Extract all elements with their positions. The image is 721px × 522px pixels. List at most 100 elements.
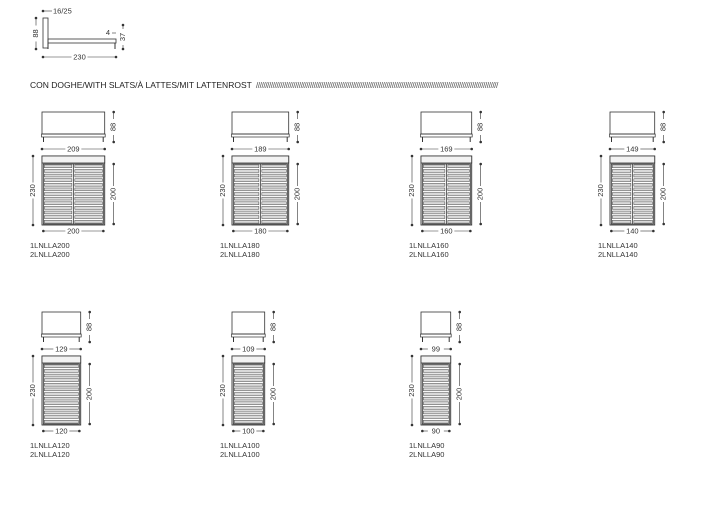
model-90-inner-length-dim-label: 200 (455, 388, 464, 401)
model-100-height-dim-label: 88 (269, 323, 278, 331)
model-200-slat-right-2 (74, 169, 103, 173)
model-160-inner-length-dim-label: 200 (476, 188, 485, 201)
model-160-slat-right-13 (447, 220, 470, 224)
model-120-slat-5 (44, 383, 79, 387)
model-160-slat-right-10 (447, 206, 470, 210)
model-90-code-1: 1LNLLA90 (409, 441, 445, 450)
model-140-slat-left-4 (612, 178, 632, 182)
model-120-inner-length-dim: 200 (85, 362, 94, 426)
model-180-slat-right-12 (261, 215, 287, 219)
model-180-slat-left-8 (234, 196, 260, 201)
model-180-inner-width-dim-end-right (286, 229, 289, 233)
model-200-outer-width-dim-label: 209 (67, 144, 80, 153)
model-160-length-dim: 230 (407, 154, 416, 227)
model-160-inner-length-dim-end-top (479, 162, 483, 166)
model-160-slat-right-9 (447, 201, 470, 205)
title-hatch-rule: ////////////////////////////////////////… (254, 80, 499, 90)
model-140-inner-length-dim: 200 (659, 162, 668, 226)
model-100-height-dim-end-top (272, 310, 276, 314)
model-140-slat-left-8 (612, 196, 632, 201)
model-140-height-dim-label: 88 (659, 123, 668, 131)
model-160-slat-right-5 (447, 183, 470, 187)
model-90-outer-width-dim-end-right (449, 347, 453, 351)
model-90-height-dim-end-top (458, 310, 462, 314)
model-90-inner-length-dim-end-top (458, 362, 462, 366)
model-200-slat-left-8 (44, 196, 73, 201)
model-140-height-dim: 88 (659, 110, 668, 144)
model-160-length-dim-label: 230 (407, 184, 416, 197)
model-140-inner-width-dim: 140 (610, 226, 655, 235)
model-140-slat-right-9 (633, 201, 653, 205)
model-200-elevation-frame (41, 133, 106, 138)
model-200-slat-right-12 (74, 215, 103, 219)
model-90-plan-slat-frame (421, 363, 450, 425)
model-140-slat-right-6 (633, 187, 653, 192)
model-120-inner-width-dim-end-right (78, 429, 81, 433)
model-120-outer-width-dim-end-left (40, 347, 44, 351)
model-200-height-dim: 88 (109, 110, 118, 144)
model-180-slat-left-12 (234, 215, 260, 219)
model-160-slat-left-5 (423, 183, 446, 187)
model-200-code-2: 2LNLLA200 (30, 249, 70, 259)
model-180-slat-right-3 (261, 173, 287, 178)
profile-length-dim-label: 230 (73, 52, 86, 61)
model-180-inner-width-dim-label: 180 (254, 226, 267, 235)
model-160-slat-left-6 (423, 187, 446, 192)
model-180-elevation-headboard (231, 111, 290, 135)
model-100-height-dim: 88 (269, 310, 278, 344)
model-120-elevation-headboard (41, 311, 82, 335)
model-160-outer-width-dim-end-right (470, 147, 474, 151)
model-160-inner-length-dim: 200 (476, 162, 485, 226)
model-100-outer-width-dim-end-right (263, 347, 267, 351)
model-120-outer-width-dim-end-right (79, 347, 82, 351)
model-100-slat-8 (234, 396, 263, 401)
model-120-slat-8 (44, 396, 79, 401)
model-160-height-dim-end-bottom (479, 140, 483, 144)
model-90-slat-13 (423, 420, 449, 424)
model-160-slat-right-4 (447, 178, 470, 182)
model-200-slat-right-3 (74, 173, 103, 178)
model-90-length-dim: 230 (407, 354, 416, 427)
model-120-elevation-frame (41, 333, 82, 338)
model-160-slat-right-7 (447, 192, 470, 196)
model-100-inner-width-dim-label: 100 (242, 426, 255, 435)
model-90-outer-width-dim-label: 99 (432, 344, 440, 353)
model-120-slat-4 (44, 378, 79, 382)
model-160-outer-width-dim-label: 169 (440, 144, 453, 153)
model-90-length-dim-end-top (410, 354, 414, 358)
model-140-code-1: 1LNLLA140 (598, 241, 638, 250)
model-100-code-2: 2LNLLA100 (220, 449, 260, 459)
model-180-slat-right-1 (261, 164, 287, 168)
model-140-slat-right-10 (633, 206, 653, 210)
model-180-slat-left-13 (234, 220, 260, 224)
model-90-plan-headboard (420, 355, 452, 364)
model-120-slat-13 (44, 420, 79, 424)
model-140-slat-right-11 (633, 210, 653, 215)
model-180-slat-left-2 (234, 169, 260, 173)
model-180-slat-left-10 (234, 206, 260, 210)
model-90-height-dim-label: 88 (455, 323, 464, 331)
model-100-length-dim-label: 230 (218, 384, 227, 397)
model-200-outer-width-dim-end-left (40, 147, 44, 151)
model-200-length-dim-end-bottom (31, 223, 35, 227)
model-140-slat-right-8 (633, 196, 653, 201)
model-180-inner-length-dim: 200 (293, 162, 302, 226)
profile-length-dim-end-left (41, 55, 45, 59)
model-120-code-2: 2LNLLA120 (30, 449, 70, 459)
model-140-outer-width-dim-label: 149 (626, 144, 639, 153)
model-140-inner-width-dim-label: 140 (626, 226, 639, 235)
model-160-plan-headboard (420, 155, 473, 164)
model-100-elevation-frame (231, 333, 266, 338)
model-160-outer-width-dim-end-left (419, 147, 423, 151)
profile-leg-height-dim-end-bottom (121, 47, 125, 51)
model-180-height-dim-label: 88 (293, 123, 302, 131)
model-160-slat-right-8 (447, 196, 470, 201)
model-120-slat-10 (44, 406, 79, 410)
model-90-slat-1 (423, 364, 449, 368)
model-90-slat-4 (423, 378, 449, 382)
